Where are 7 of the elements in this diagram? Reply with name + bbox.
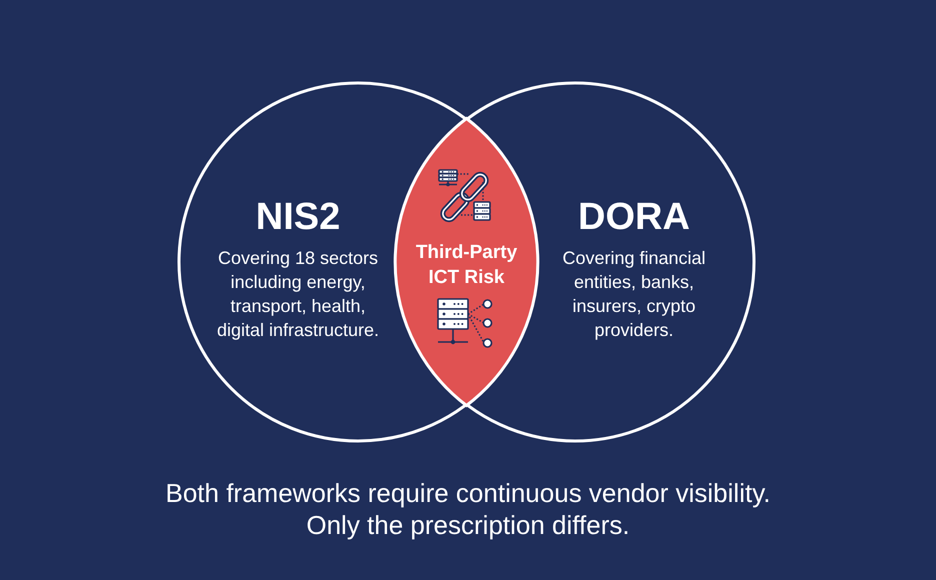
framework-title: NIS2 [254, 195, 342, 239]
overlap-region [395, 118, 538, 406]
overlap-label: Third-Party ICT Risk [414, 241, 518, 290]
framework-title: DORA [577, 195, 691, 239]
caption: Both frameworks require continuous vendor visibility. Only the prescription differs. [164, 477, 772, 541]
scope-description: Covering financial entities, banks, insurers, crypto providers. [561, 247, 707, 342]
scope-description: Covering 18 sectors including energy, transport, health, digital infrastructure. [216, 247, 380, 342]
